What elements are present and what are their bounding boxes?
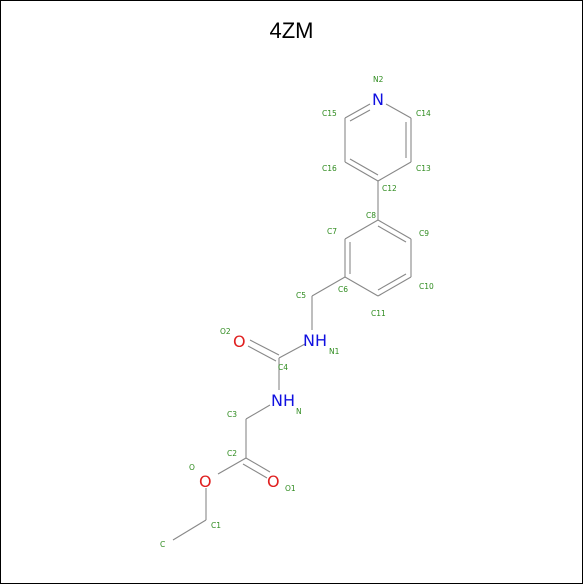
bond-c13-c12 <box>377 161 412 182</box>
atom-symbol-o1: O <box>267 472 280 491</box>
atom-symbol-n2: N <box>372 90 384 109</box>
bond-c8-c9 <box>377 219 412 240</box>
atom-label-c10: C10 <box>419 282 434 291</box>
bond-n1-c4 <box>278 343 306 359</box>
atom-label-o1: O1 <box>285 484 296 493</box>
atom-label-c8: C8 <box>366 211 376 220</box>
atom-symbols: N NH O NH O O <box>199 90 384 491</box>
atom-symbol-o: O <box>199 472 212 491</box>
atom-label-n1: N1 <box>329 347 340 356</box>
bond-c8-c9-inner <box>377 225 407 243</box>
bond-c12-c16 <box>344 161 379 182</box>
atom-label-c1: C1 <box>211 521 221 530</box>
atom-symbol-n1: NH <box>303 331 327 350</box>
atom-label-c: C <box>160 540 165 549</box>
bond-c15-n2-inner <box>349 109 371 122</box>
atom-label-c15: C15 <box>322 109 337 118</box>
atom-symbol-n: NH <box>271 391 295 410</box>
molecule-title: 4ZM <box>269 18 314 43</box>
atom-label-c9: C9 <box>419 229 429 238</box>
atom-label-c7: C7 <box>327 227 337 236</box>
bond-c15-n2 <box>344 103 371 119</box>
atom-label-c14: C14 <box>416 109 431 118</box>
bond-c11-c6 <box>344 276 379 297</box>
atom-label-c4: C4 <box>278 363 288 372</box>
bond-c2-o1 <box>245 457 271 473</box>
bond-c6-c5 <box>311 276 346 297</box>
bond-c2-o <box>217 457 247 475</box>
atom-label-c11: C11 <box>371 309 386 318</box>
bond-c1-c <box>172 519 207 541</box>
bond-n-c3 <box>245 404 271 420</box>
atom-label-o2: O2 <box>220 327 231 336</box>
bond-n2-c14 <box>385 103 412 119</box>
bonds <box>172 103 412 541</box>
bond-c4-o2-double <box>247 345 277 362</box>
atom-label-c3: C3 <box>227 410 237 419</box>
bond-c10-c11-inner <box>377 273 407 291</box>
atom-label-c12: C12 <box>382 184 397 193</box>
atom-label-c13: C13 <box>416 164 431 173</box>
atom-label-n2: N2 <box>373 75 384 84</box>
bond-c12-c16-inner <box>349 158 379 176</box>
bond-c7-c8 <box>344 219 379 240</box>
atom-label-c16: C16 <box>322 164 337 173</box>
bond-c2-o1-double <box>242 463 268 479</box>
atom-label-n: N <box>296 407 302 416</box>
atom-symbol-o2: O <box>233 332 246 351</box>
atom-label-c6: C6 <box>338 285 348 294</box>
atom-label-c5: C5 <box>296 291 306 300</box>
atom-label-o: O <box>189 463 195 472</box>
bond-c4-o2 <box>249 339 280 356</box>
bond-c10-c11 <box>377 276 412 297</box>
atom-label-c2: C2 <box>227 449 237 458</box>
atom-labels: N2 C15 C14 C16 C13 C12 C8 C7 C9 C6 C5 C1… <box>160 75 434 549</box>
